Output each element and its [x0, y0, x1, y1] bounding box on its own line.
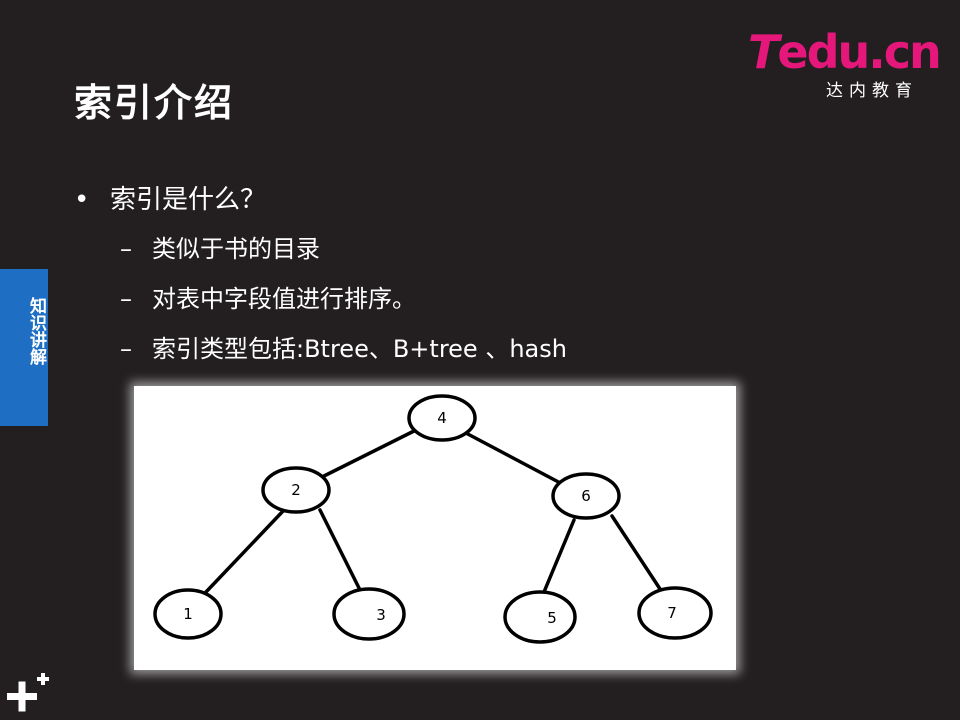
logo-wordmark: Tedu.cn — [748, 25, 942, 79]
tree-node-5 — [503, 590, 577, 644]
tree-edge-2-3 — [318, 508, 362, 592]
tree-edge-2-1 — [204, 508, 286, 594]
tree-node-4 — [407, 394, 477, 442]
tree-node-label: 2 — [291, 481, 301, 499]
tedu-logo: Tedu.cn 达内教育 — [748, 25, 942, 102]
tree-node-label: 4 — [437, 409, 447, 427]
bullet-text: 索引是什么？ — [110, 185, 267, 215]
logo-letter-t: T — [748, 25, 779, 79]
tree-edge-4-6 — [462, 430, 568, 488]
tree-node-1 — [153, 588, 223, 640]
tree-edges — [204, 428, 664, 594]
plus-plus-icon — [7, 673, 49, 712]
tree-node-labels: 4 2 6 1 3 5 7 — [183, 409, 677, 627]
tree-node-label: 3 — [376, 606, 386, 624]
binary-tree-figure: 4 2 6 1 3 5 7 — [134, 386, 736, 670]
tree-node-6 — [551, 472, 621, 520]
sub-bullet-marker: – — [120, 235, 132, 263]
tree-edge-6-7 — [610, 514, 664, 594]
sub-bullet-text: 对表中字段值进行排序。 — [152, 285, 416, 313]
side-tab-label: 知识讲解 — [26, 297, 46, 365]
slide-title: 索引介绍 — [74, 81, 235, 125]
tree-node-label: 1 — [183, 605, 193, 623]
sub-bullet-text: 索引类型包括:Btree、B+tree 、hash — [152, 335, 567, 363]
tree-edge-4-2 — [322, 428, 418, 478]
binary-tree-diagram: 4 2 6 1 3 5 7 — [153, 394, 713, 644]
tree-node-shapes — [153, 394, 713, 644]
sub-bullet-marker: – — [120, 335, 132, 363]
tree-node-3 — [332, 587, 406, 641]
sub-bullet-text: 类似于书的目录 — [152, 235, 320, 263]
bullet-marker: • — [74, 185, 90, 215]
tree-edge-6-5 — [542, 518, 576, 594]
side-tab: 知识讲解 — [0, 269, 48, 426]
tree-node-label: 6 — [581, 487, 591, 505]
tree-node-2 — [261, 466, 331, 514]
sub-bullet-marker: – — [120, 285, 132, 313]
logo-subtitle: 达内教育 — [826, 81, 918, 101]
tree-node-label: 5 — [547, 609, 557, 627]
tree-node-label: 7 — [667, 604, 677, 622]
logo-word-rest: edu.cn — [777, 25, 941, 79]
tree-node-7 — [637, 586, 713, 640]
